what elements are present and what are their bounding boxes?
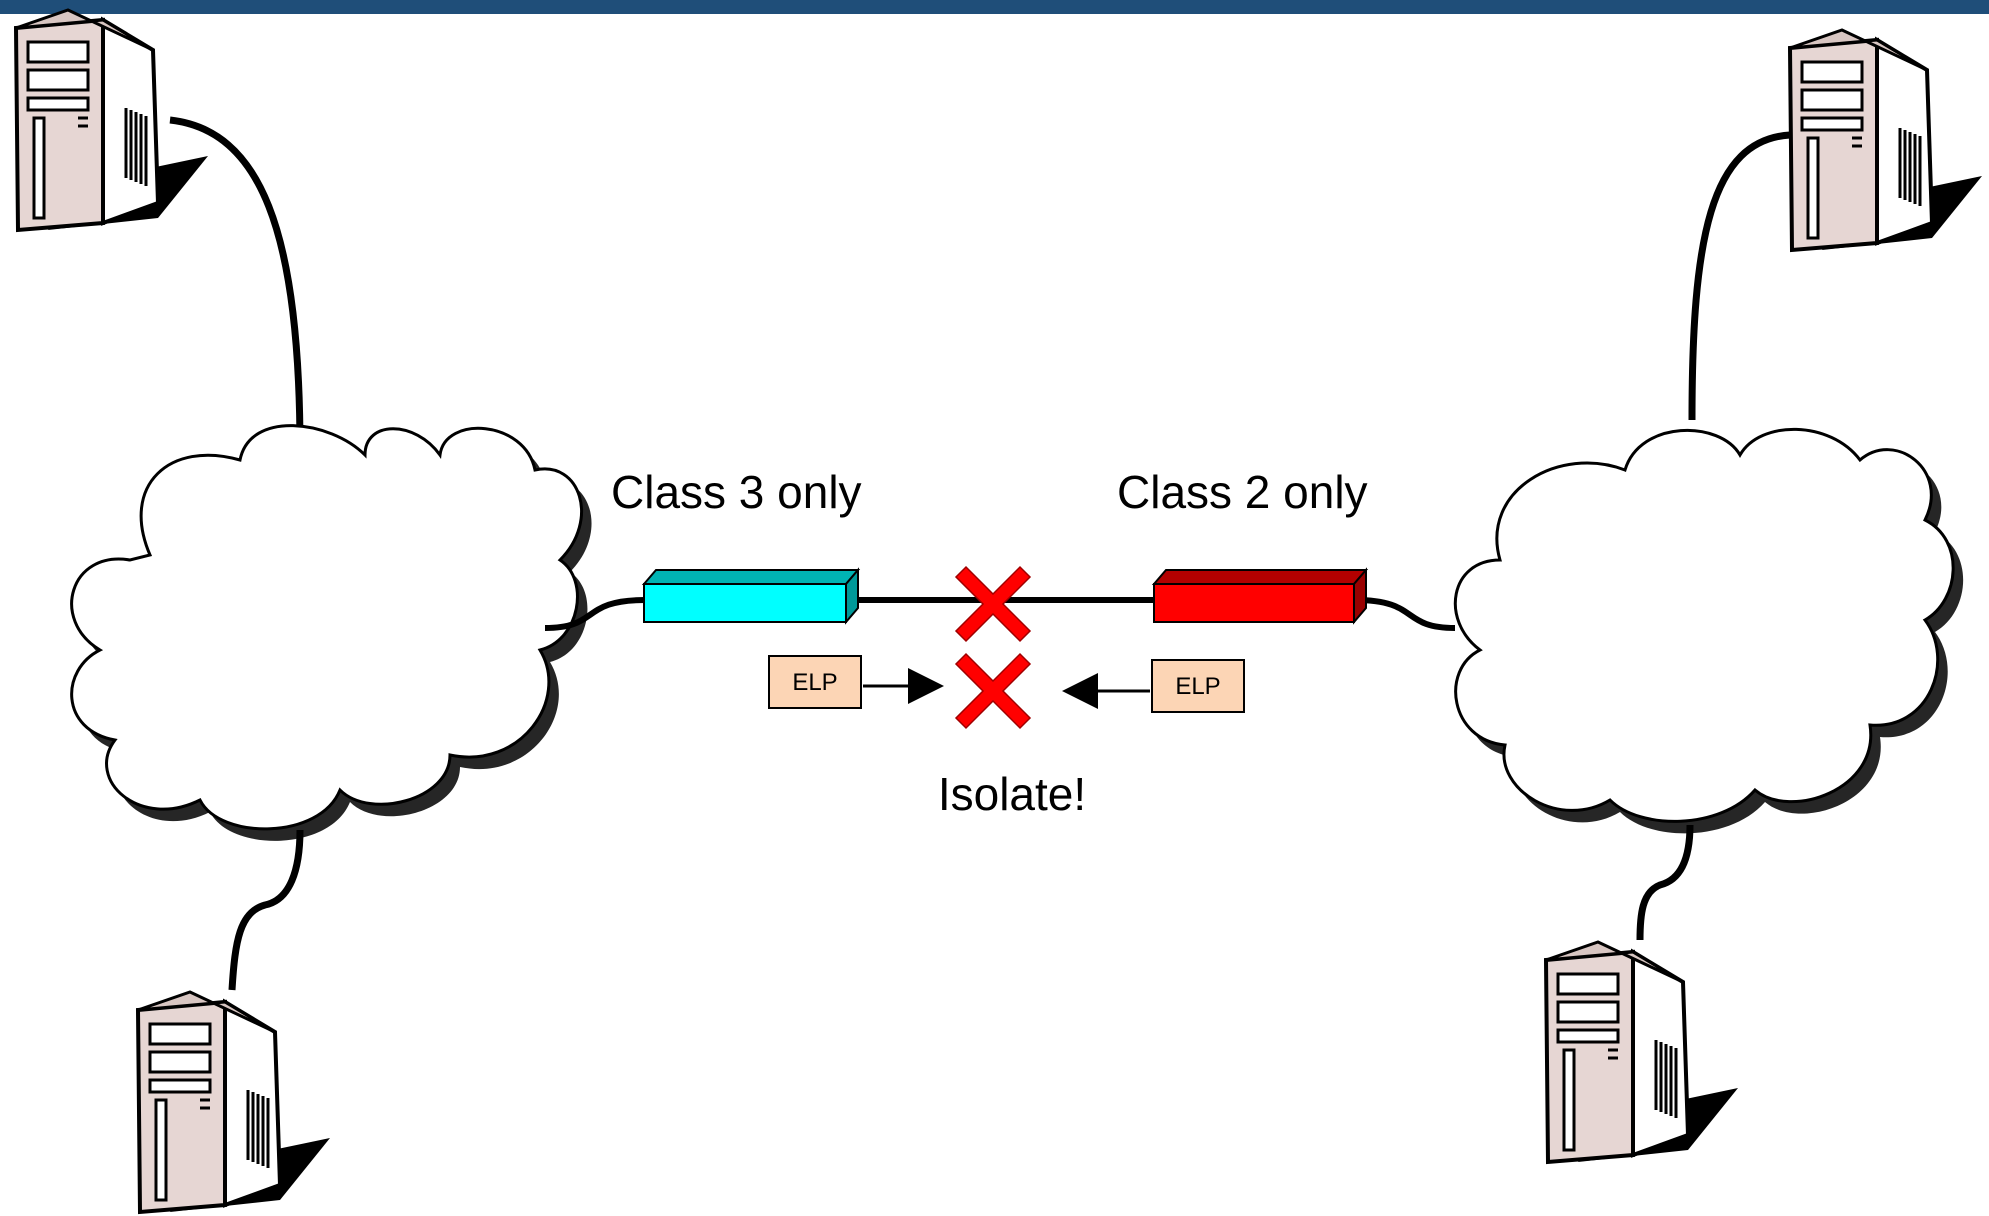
elp-left-label: ELP [792,669,837,696]
cable-bottom-right [1636,824,1694,941]
isl-right-cable [1354,597,1456,631]
link-fail-x-icon [955,566,1031,642]
cables [169,116,1791,991]
class3-label: Class 3 only [611,466,862,518]
cable-top-left [169,116,304,451]
right-fabric-cloud [1453,427,1964,834]
server-top-right-icon [1788,28,1984,252]
elp-left-message: ELP [768,655,862,709]
class2-label: Class 2 only [1117,466,1368,518]
cable-top-right [1688,131,1791,421]
top-bar [0,0,1989,14]
server-bottom-right-icon [1544,940,1740,1164]
elp-right-message: ELP [1151,659,1245,713]
left-fabric-cloud [70,424,592,841]
isolate-caption: Isolate! [938,768,1086,820]
elp-right-label: ELP [1175,673,1220,700]
elp-fail-x-icon [955,653,1031,729]
server-bottom-left-icon [136,990,332,1214]
cable-bottom-left [228,829,304,991]
isl-left-cable [544,597,646,631]
class3-port [641,567,861,625]
class2-port [1151,567,1369,625]
